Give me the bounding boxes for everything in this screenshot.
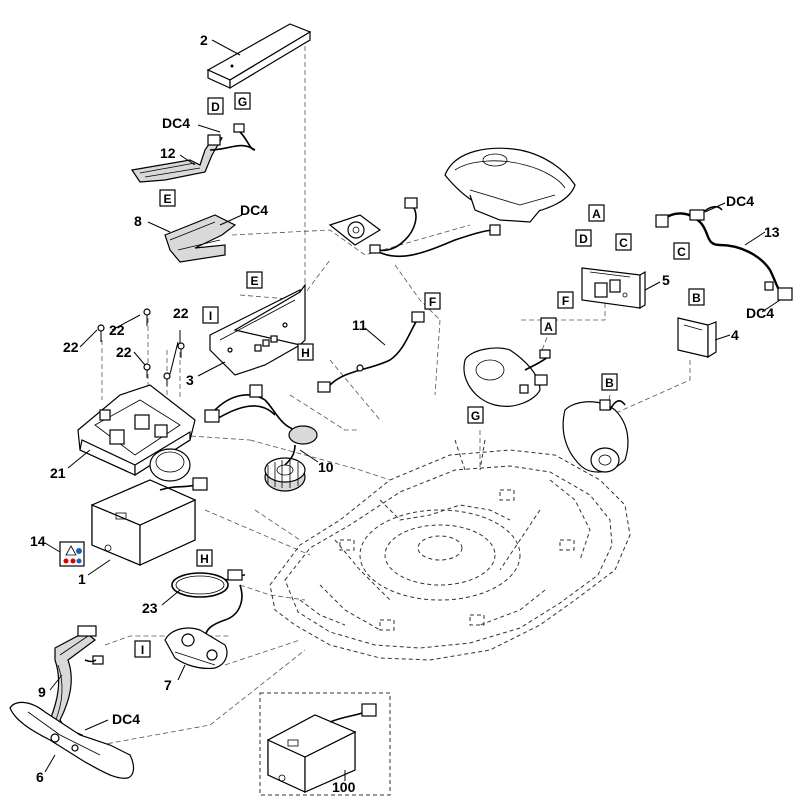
svg-text:H: H xyxy=(200,552,209,566)
boxed-letter-d-top: D xyxy=(207,97,224,115)
label-dc4-9: DC4 xyxy=(112,711,140,727)
label-part-12: 12 xyxy=(160,145,176,161)
label-part-13: 13 xyxy=(764,224,780,240)
part-2-cover-plate xyxy=(206,23,312,90)
screws-22 xyxy=(97,308,185,386)
label-part-22b: 22 xyxy=(63,339,79,355)
boxed-letter-h-23: H xyxy=(196,549,213,567)
label-part-14: 14 xyxy=(30,533,46,549)
part-4-module xyxy=(677,317,717,359)
label-part-11: 11 xyxy=(352,317,367,333)
label-part-1: 1 xyxy=(78,571,86,587)
svg-text:E: E xyxy=(163,192,171,206)
label-part-22c: 22 xyxy=(116,344,132,360)
boxed-letter-i-9: I xyxy=(134,640,151,658)
label-part-23: 23 xyxy=(142,600,158,616)
svg-text:D: D xyxy=(579,232,588,246)
boxed-letter-f-11: F xyxy=(424,292,441,310)
part-14-warning-label xyxy=(59,541,85,567)
svg-text:D: D xyxy=(211,100,220,114)
svg-text:B: B xyxy=(605,376,614,390)
svg-text:E: E xyxy=(250,274,258,288)
part-8-flat-cable xyxy=(164,214,237,263)
label-part-22a: 22 xyxy=(109,322,125,338)
part-13-cable xyxy=(655,205,793,301)
dc4-labels: DC4 DC4 DC4 DC4 DC4 xyxy=(112,115,774,727)
svg-text:C: C xyxy=(619,236,628,250)
boxed-letter-f-5: F xyxy=(557,291,574,309)
boxed-letter-d-5: D xyxy=(575,229,592,247)
label-part-2: 2 xyxy=(200,32,208,48)
part-3-bracket xyxy=(209,283,306,376)
label-part-7: 7 xyxy=(164,677,172,693)
motor-a xyxy=(463,347,551,407)
part-9-flat-cable xyxy=(49,625,104,743)
label-part-10: 10 xyxy=(318,459,334,475)
boxed-letter-e-12: E xyxy=(159,189,176,207)
boxed-letter-e-3: E xyxy=(246,271,263,289)
boxed-letter-a-5: A xyxy=(588,204,605,222)
boxed-letter-a-motor: A xyxy=(540,317,557,335)
svg-text:C: C xyxy=(677,245,686,259)
boxed-letters: D G E E I H F A D C F B C A B G H I xyxy=(134,92,705,658)
part-number-labels: 2 12 8 3 22 22 22 22 21 10 11 14 1 23 7 … xyxy=(30,32,780,795)
label-part-6: 6 xyxy=(36,769,44,785)
svg-text:F: F xyxy=(429,295,436,309)
part-10-toroid-cable xyxy=(204,384,318,492)
leader-lines xyxy=(44,39,781,781)
part-21-housing xyxy=(77,384,196,482)
svg-text:I: I xyxy=(209,309,212,323)
label-part-5: 5 xyxy=(662,272,670,288)
label-dc4-13a: DC4 xyxy=(726,193,754,209)
boxed-letter-h-3: H xyxy=(297,343,314,361)
svg-text:F: F xyxy=(562,294,569,308)
part-5-circuit-board xyxy=(581,267,646,310)
svg-text:G: G xyxy=(471,409,480,423)
boxed-letter-b-4: B xyxy=(688,288,705,306)
motor-b xyxy=(562,399,629,473)
svg-text:B: B xyxy=(692,291,701,305)
label-part-3: 3 xyxy=(186,372,194,388)
part-7-sensor-holder xyxy=(164,627,228,670)
part-12-ribbon-cable xyxy=(130,123,256,183)
screw-icon xyxy=(143,308,151,326)
svg-text:I: I xyxy=(141,643,144,657)
svg-text:G: G xyxy=(238,95,247,109)
svg-text:H: H xyxy=(301,346,310,360)
screw-icon xyxy=(143,363,151,378)
label-part-22d: 22 xyxy=(173,305,189,321)
label-part-100: 100 xyxy=(332,779,356,795)
chassis-frame xyxy=(269,439,631,661)
label-part-21: 21 xyxy=(50,465,66,481)
boxed-letter-c-13: C xyxy=(673,242,690,260)
sensor-assembly xyxy=(328,147,576,258)
boxed-letter-g-top: G xyxy=(234,92,251,110)
screw-icon xyxy=(163,372,171,386)
svg-text:A: A xyxy=(592,207,601,221)
label-part-4: 4 xyxy=(731,327,739,343)
svg-text:A: A xyxy=(544,320,553,334)
boxed-letter-c-5: C xyxy=(615,233,632,251)
label-part-9: 9 xyxy=(38,684,46,700)
label-dc4-8: DC4 xyxy=(240,202,268,218)
part-11-cable xyxy=(317,311,425,393)
label-dc4-13b: DC4 xyxy=(746,305,774,321)
screw-icon xyxy=(177,342,185,358)
part-100-kit xyxy=(259,692,391,796)
boxed-letter-g-chassis: G xyxy=(467,406,484,424)
boxed-letter-i-3: I xyxy=(202,306,219,324)
boxed-letter-b-motor: B xyxy=(601,373,618,391)
part-23-cable-loop xyxy=(171,569,246,641)
label-part-8: 8 xyxy=(134,213,142,229)
label-dc4-top: DC4 xyxy=(162,115,190,131)
part-6-arm xyxy=(9,701,135,779)
screw-icon xyxy=(97,324,105,342)
part-1-battery xyxy=(90,477,208,566)
